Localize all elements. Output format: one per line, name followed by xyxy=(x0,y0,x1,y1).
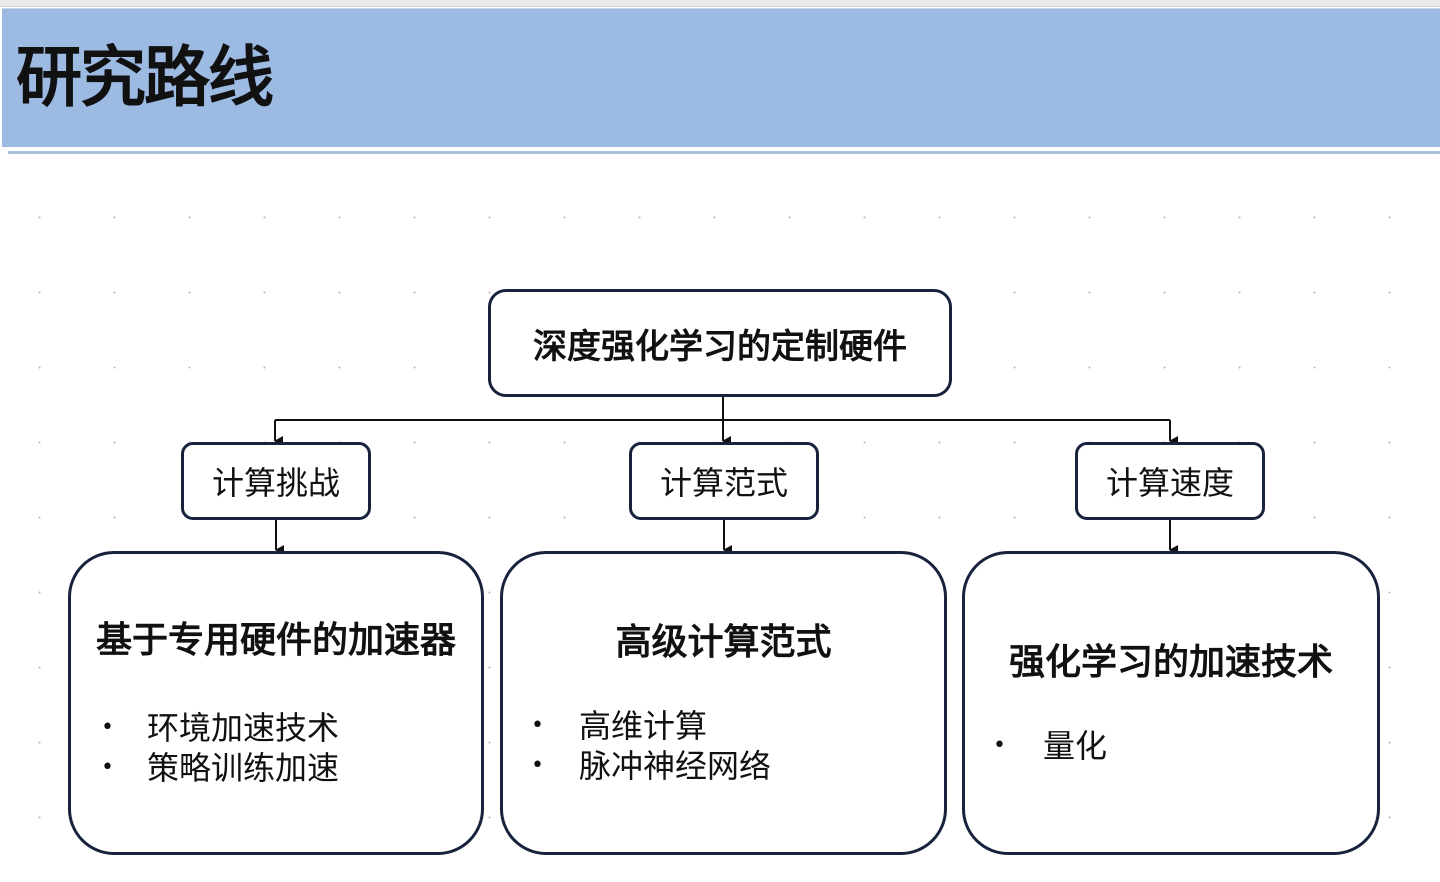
detail-box-3-list: •量化 xyxy=(993,726,1107,766)
branch-node-2: 计算范式 xyxy=(629,442,819,520)
title-underline xyxy=(8,151,1440,154)
list-item: •环境加速技术 xyxy=(101,709,340,747)
detail-box-2: 高级计算范式 •高维计算 •脉冲神经网络 xyxy=(500,551,947,855)
branch-node-1: 计算挑战 xyxy=(181,442,371,520)
detail-box-2-list: •高维计算 •脉冲神经网络 xyxy=(531,706,771,786)
detail-box-2-title: 高级计算范式 xyxy=(615,622,832,663)
list-item: •脉冲神经网络 xyxy=(531,747,772,785)
list-item: •量化 xyxy=(993,727,1108,765)
detail-box-3-title: 强化学习的加速技术 xyxy=(1008,642,1333,683)
root-node-label: 深度强化学习的定制硬件 xyxy=(533,326,907,367)
slide-title: 研究路线 xyxy=(16,38,274,116)
branch-node-2-label: 计算范式 xyxy=(659,464,788,502)
root-node: 深度强化学习的定制硬件 xyxy=(488,289,952,397)
list-item: •高维计算 xyxy=(531,707,708,745)
title-bar: 研究路线 xyxy=(2,8,1440,147)
detail-box-1-title: 基于专用硬件的加速器 xyxy=(95,620,456,661)
window-top-edge xyxy=(0,0,1440,7)
branch-node-3: 计算速度 xyxy=(1075,442,1265,520)
branch-node-1-label: 计算挑战 xyxy=(211,464,340,502)
list-item: •策略训练加速 xyxy=(101,749,340,787)
detail-box-1-list: •环境加速技术 •策略训练加速 xyxy=(101,708,339,788)
detail-box-1: 基于专用硬件的加速器 •环境加速技术 •策略训练加速 xyxy=(68,551,484,855)
branch-node-3-label: 计算速度 xyxy=(1105,464,1234,502)
detail-box-3: 强化学习的加速技术 •量化 xyxy=(962,551,1380,855)
